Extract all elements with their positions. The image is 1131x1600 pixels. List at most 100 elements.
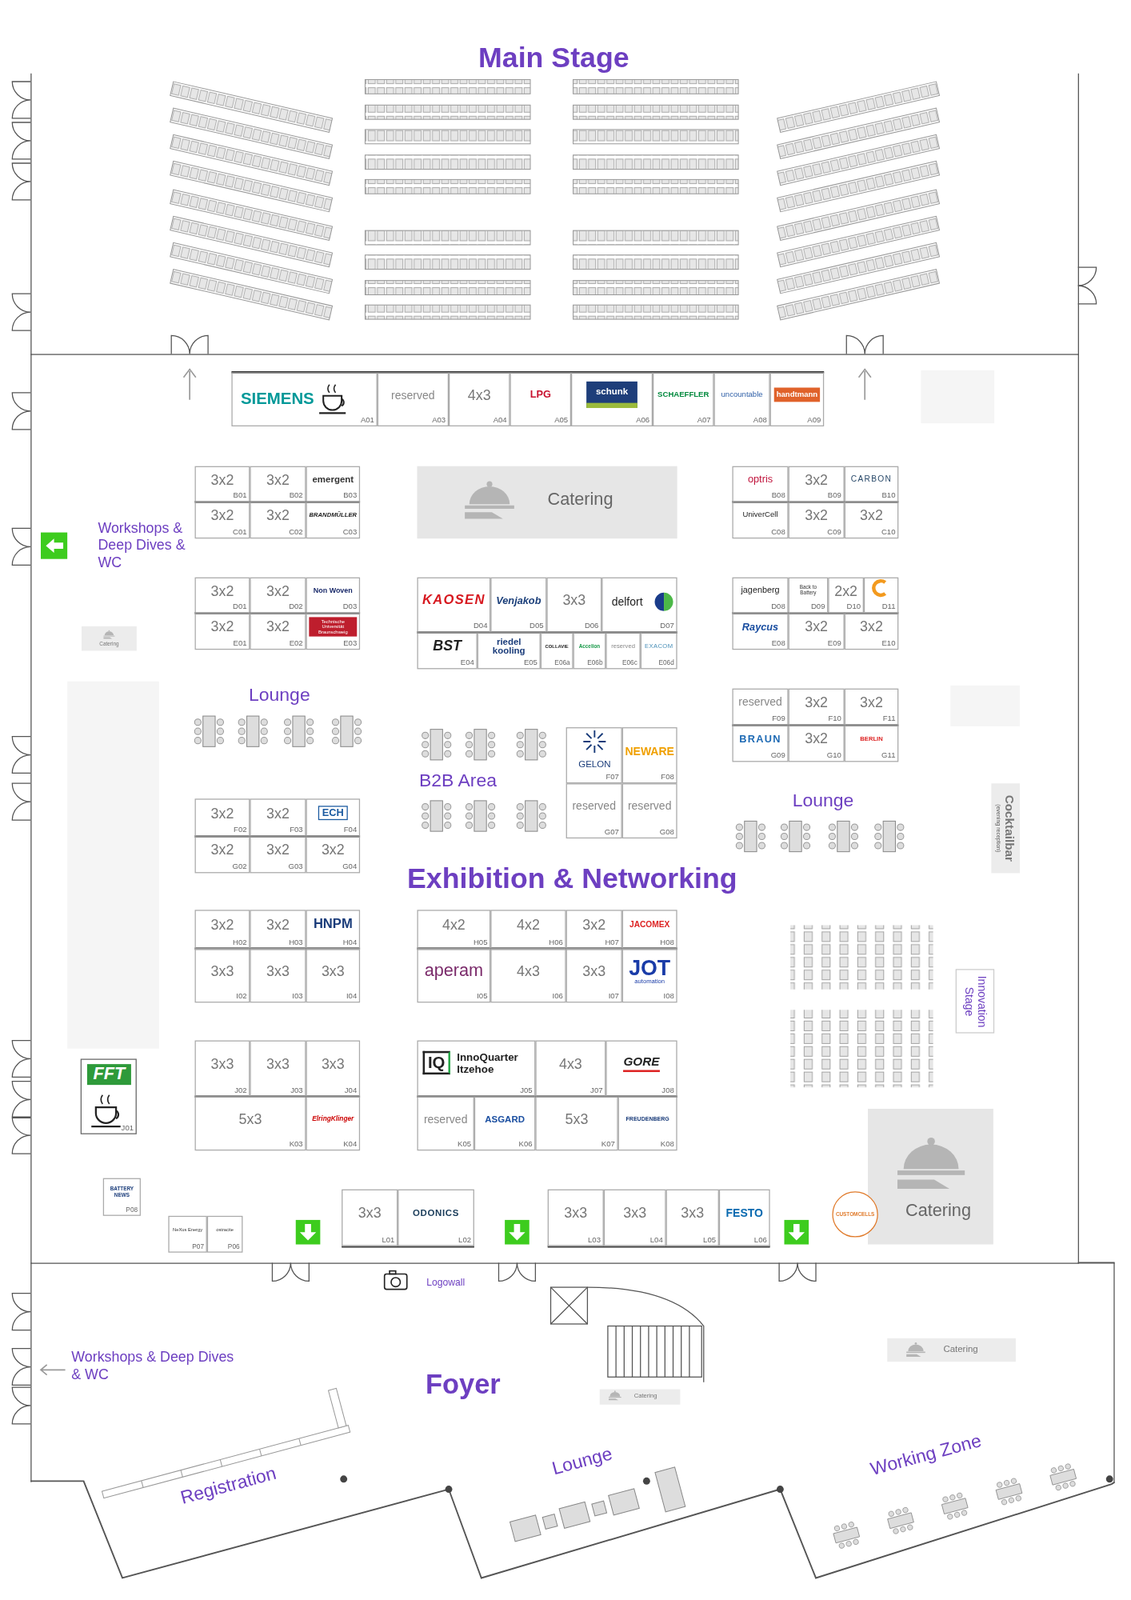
booth-label: (evening reception) — [995, 803, 1002, 852]
booth: handtmannA09 — [770, 371, 825, 427]
booth-label: FREUDENBERG — [626, 1115, 670, 1123]
booth: 3x2F11 — [844, 688, 900, 726]
booth: jagenbergD08 — [731, 577, 788, 614]
booth-number: I02 — [235, 991, 247, 1000]
booth-logo: 3x3 — [548, 1190, 604, 1236]
booth-number: H06 — [548, 937, 564, 946]
booth-label: 3x2 — [211, 804, 235, 822]
booth-label: Cocktailbar — [1001, 795, 1016, 862]
booth: COLLAVIEE06a — [540, 632, 574, 670]
booth: 3x2B02 — [249, 466, 306, 503]
booth-number: E04 — [460, 658, 475, 667]
booth-logo: 3x2 — [251, 503, 306, 529]
booth: JOTautomationI08 — [622, 948, 678, 1004]
booth-label: 3x2 — [266, 471, 290, 488]
booth-label: riedel kooling — [486, 636, 532, 656]
booth-number: H07 — [604, 937, 620, 946]
booth: IQInnoQuarter ItzehoeJ05 — [416, 1040, 536, 1097]
booth-number: I06 — [552, 991, 564, 1000]
booth: SIEMENSA01 — [231, 371, 377, 427]
booth-number: J04 — [344, 1085, 357, 1094]
booth: ODONICSL02 — [397, 1189, 475, 1247]
booth-label: NEWARE — [624, 745, 675, 759]
booth-label: reserved — [611, 642, 636, 650]
booth-label: schunk — [586, 381, 637, 408]
booth-number: G07 — [604, 827, 620, 836]
booth-logo: 4x3 — [536, 1041, 605, 1087]
booth-logo: 3x2 — [251, 837, 306, 864]
booth: 3x3J02 — [195, 1040, 251, 1097]
booth-label: 5x3 — [565, 1110, 589, 1128]
booth-label: 3x2 — [859, 618, 884, 636]
booth: 3x2D02 — [249, 577, 306, 614]
booth-number: E05 — [523, 658, 538, 667]
seat-row — [364, 155, 531, 170]
booth: 4x3J07 — [535, 1040, 606, 1097]
booth-number: E06b — [587, 659, 603, 666]
booth-logo: reserved — [623, 783, 676, 828]
booth-logo: 3x3 — [307, 1041, 360, 1087]
booth-label: BATTERY NEWS — [106, 1186, 139, 1199]
booth: ostraciteP06 — [207, 1215, 244, 1253]
booth: 4x3A04 — [448, 371, 511, 427]
booth-logo: JOTautomation — [623, 949, 676, 993]
booth-logo: 3x3 — [342, 1190, 397, 1236]
booth-number: D10 — [847, 602, 862, 611]
booth-label: 3x2 — [859, 507, 884, 524]
booth: 3x3L04 — [603, 1189, 667, 1247]
booth-logo: 3x2 — [845, 614, 898, 640]
booth-logo: CUSTOMCELLS — [833, 1192, 878, 1237]
booth-logo: 3x3 — [567, 949, 622, 993]
booth-logo: GORE — [607, 1041, 677, 1087]
door — [11, 81, 1096, 1424]
booth-label: ODONICS — [412, 1207, 460, 1219]
booth-number: F08 — [660, 772, 674, 781]
booth-label: 3x2 — [211, 507, 235, 524]
booth-number: K08 — [660, 1139, 675, 1148]
booth-label: JOT — [628, 956, 671, 979]
booth-number: D09 — [811, 602, 826, 611]
booth-label: 4x2 — [442, 916, 466, 934]
booth-logo: SCHAEFFLER — [653, 373, 713, 417]
booth-logo: 3x3 — [251, 1041, 306, 1087]
booth-number: G08 — [659, 827, 675, 836]
booth: 3x2C01 — [195, 501, 251, 539]
booth-number: H04 — [343, 937, 358, 946]
booth-logo: 3x2 — [251, 614, 306, 640]
booth-label: 3x2 — [211, 471, 235, 488]
lounge-table — [283, 715, 313, 747]
booth-number: J08 — [661, 1085, 674, 1094]
booth-logo: Venjakob — [491, 578, 547, 623]
booth-logo: aperam — [418, 949, 490, 993]
room: Exhibition & NetworkingSIEMENSA01reserve… — [30, 353, 1080, 1263]
booth-label: Catering — [99, 641, 119, 648]
booth-logo: HNPM — [307, 911, 360, 939]
booth: 3x3J03 — [249, 1040, 306, 1097]
booth-logo: Accelion — [574, 633, 605, 660]
exit-sign — [40, 532, 68, 560]
booth: 3x2H02 — [195, 909, 251, 948]
booth-label: 3x3 — [211, 963, 235, 980]
booth: HNPMH04 — [306, 909, 361, 948]
booth-label: Technische Universität Braunschweig — [308, 616, 357, 637]
booth: FREUDENBERG K08 — [618, 1096, 678, 1151]
booth-number: J03 — [290, 1085, 303, 1094]
logo-mark — [663, 592, 673, 612]
booth: 3x3I03 — [249, 948, 306, 1004]
seat-row — [364, 104, 531, 120]
booth: BATTERY NEWSP08 — [103, 1178, 141, 1216]
booth-label: SIEMENS — [240, 389, 315, 408]
booth-label: LPG — [530, 388, 552, 401]
booth-label: 3x2 — [211, 582, 235, 600]
booth-label: 5x3 — [239, 1110, 263, 1128]
info-box: Innovation Stage — [955, 968, 995, 1033]
booth-label: 2x2 — [834, 582, 858, 600]
booth-number: J05 — [519, 1085, 532, 1094]
booth-number: G11 — [881, 751, 896, 760]
booth-logo: 3x2 — [845, 503, 898, 529]
lounge-table — [828, 820, 858, 852]
booth-logo: BERLIN — [845, 726, 898, 752]
booth: reservedE06c — [605, 632, 640, 670]
seat-row — [573, 179, 740, 194]
booth-block-edge — [195, 371, 900, 1247]
